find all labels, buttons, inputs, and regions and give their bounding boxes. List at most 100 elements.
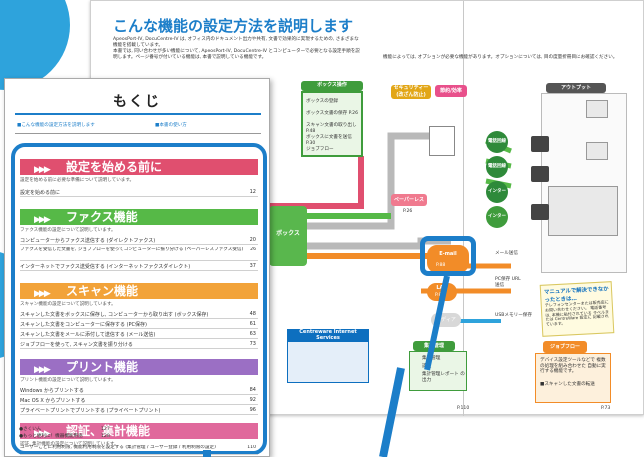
entry-page: 48: [249, 311, 256, 317]
entry-text: スキャンした文書をメールに添付して送信する (メール送信): [20, 332, 156, 338]
spread-intro-1: ApeosPort-IV, DocuCentre-IV は, オフィス内のドキュ…: [113, 37, 359, 48]
toc-entry[interactable]: スキャンした文書をボックスに保存し, コンピューターから取り出す (ボックス保存…: [20, 311, 258, 319]
entry-page: 73: [249, 341, 256, 347]
count-item: 集計管理レポート の出力: [422, 372, 465, 383]
section-desc: 設定を始める前に必要な準備について説明しています。: [20, 178, 135, 183]
section-title: スキャン機能: [66, 284, 139, 298]
entry-text: ユーザーごとに利用制限, 機能利用制限を設定する (集計管理 / ユーザー登録 …: [20, 445, 216, 450]
paperless-tag: ペーパーレス: [391, 194, 427, 206]
entry-page: 26: [250, 247, 256, 252]
section-title: ファクス機能: [66, 210, 138, 224]
efficiency-tag: 節約/効率: [435, 85, 467, 97]
toc-header-right: ■本書の使い方: [155, 123, 187, 128]
entry-text: ファクスを受信した文書を, ジョブフローを使ってコンピューターに振り分ける (ペ…: [20, 247, 244, 252]
toc-entry[interactable]: インターネットでファクス送受信する (インターネットファクスダイレクト) 37: [20, 263, 258, 271]
arrow-icon: ▶▶▶: [34, 165, 51, 175]
help-text: テレフォンセンターまたは販売店に お問い合わせください。 電話番号は, 本機に貼…: [544, 299, 610, 327]
cws-header: Centreware Internet Services: [287, 329, 369, 341]
cws-panel: [287, 341, 369, 383]
output-thumb: [586, 142, 608, 160]
section-header-scan: ▶▶▶ スキャン機能: [20, 283, 258, 299]
security-tag: セキュリティー(改ざん防止): [391, 85, 431, 99]
box-item: ボックス文書の保存 P.26: [306, 111, 359, 116]
jobflow-item: ■スキャンした文書の転送: [540, 382, 595, 387]
box-item: スキャン文書の取り出し P.48: [306, 123, 357, 134]
toc-entry[interactable]: スキャンした文書をメールに添付して送信する (メール送信) 63: [20, 331, 258, 339]
entry-text: インターネットでファクス送受信する (インターネットファクスダイレクト): [20, 264, 191, 270]
output-panel: [541, 93, 627, 273]
toc-title: もくじ: [113, 94, 161, 110]
section-header-pre: ▶▶▶ 設定を始める前に: [20, 159, 258, 175]
toc-footer-glossary: ●もっと便利に！機器機能用語: [19, 434, 83, 439]
toc-entry[interactable]: ファクスを受信した文書を, ジョブフローを使ってコンピューターに振り分ける (ペ…: [20, 247, 258, 261]
arrow-icon: ▶▶▶: [34, 429, 51, 439]
fax-machine-icon: [531, 166, 549, 182]
count-page: P.110: [457, 406, 470, 411]
jobflow-tag: ジョブフロー: [543, 341, 587, 353]
entry-text: 設定を始める前に: [20, 190, 61, 196]
output-tag: アウトプット: [546, 83, 606, 93]
entry-text: スキャンした文書をボックスに保存し, コンピューターから取り出す (ボックス保存…: [20, 312, 209, 318]
document-icon: [429, 126, 455, 156]
output-thumb: [586, 100, 608, 118]
internet-circle-2: インターネット: [486, 206, 508, 241]
entry-page: 61: [249, 321, 256, 327]
right-intro: 機能によっては, オプションが必要な機能があります。オプションについては, 目の…: [383, 55, 618, 60]
toc-entry[interactable]: プライベートプリントでプリントする (プライベートプリント)96: [20, 407, 258, 415]
entry-text: ジョブフローを使って, スキャン文書を振り分ける: [20, 342, 133, 348]
box-cylinder: ボックス: [269, 206, 307, 266]
jobflow-panel: デバイス設定ツールなどで 複数の処理を組み合わせた 自動に実行する機能です。 ■…: [535, 353, 611, 403]
section-title: 設定を始める前に: [66, 160, 163, 174]
toc-entry[interactable]: ジョブフローを使って, スキャン文書を振り分ける 73: [20, 341, 258, 349]
spread-intro-2: 本書では, 同い合わせが多い機能について, ApeosPort-IV, Docu…: [113, 49, 360, 60]
usb-label: USBメモリー保存: [495, 313, 532, 318]
mail-send-label: メール送信: [495, 251, 518, 256]
fax-machine-icon: [531, 136, 549, 152]
email-page: P.88: [436, 263, 446, 268]
toc-footer-index-page: 127: [101, 427, 110, 432]
toc-header-left: ■こんな機能の設定方法を説明します: [17, 123, 95, 128]
phone-line-circle: 電話回線: [486, 131, 508, 153]
entry-page: 110: [247, 445, 256, 450]
entry-text: スキャンした文書をコンピューターに保存する (PC保存): [20, 322, 147, 328]
paperless-page: P.26: [403, 209, 413, 214]
arrow-icon: ▶▶▶: [34, 289, 51, 299]
section-title: プリント機能: [66, 360, 139, 374]
internet-circle: インターネット: [486, 181, 508, 216]
entry-page: 63: [249, 331, 256, 337]
entry-page: 37: [249, 263, 256, 269]
page-fold: [463, 1, 464, 416]
entry-page: 84: [249, 387, 256, 393]
section-header-print: ▶▶▶ プリント機能: [20, 359, 258, 375]
pointer-bar-left: [203, 450, 211, 457]
phone-line-circle-2: 電話回線: [486, 156, 508, 178]
section-desc: プリント機能の設定について説明しています。: [20, 378, 116, 383]
entry-text: コンピューターからファクス送信する (ダイレクトファクス): [20, 238, 156, 244]
box-item: ボックスに文書を送信 P.30: [306, 135, 352, 146]
entry-page: 20: [249, 237, 256, 243]
spread-title: こんな機能の設定方法を説明します: [113, 17, 354, 35]
count-panel: 集計管理 認証 集計管理レポート の出力: [409, 351, 467, 391]
toc-entry[interactable]: コンピューターからファクス送信する (ダイレクトファクス) 20: [20, 237, 258, 245]
box-label: ボックス: [276, 230, 300, 237]
pc-save-label: PC保存 URL送信: [495, 277, 521, 288]
section-title: 認証、集計機能: [66, 424, 151, 438]
arrow-icon: ▶▶▶: [34, 215, 51, 225]
section-header-auth: ▶▶▶ 認証、集計機能: [20, 423, 258, 439]
toc-footer-glossary-page: 128: [101, 434, 110, 439]
toc-entry[interactable]: スキャンした文書をコンピューターに保存する (PC保存) 61: [20, 321, 258, 329]
toc-entry[interactable]: ユーザーごとに利用制限, 機能利用制限を設定する (集計管理 / ユーザー登録 …: [20, 445, 258, 455]
section-header-fax: ▶▶▶ ファクス機能: [20, 209, 258, 225]
section-desc: スキャン機能の設定について説明しています。: [20, 302, 116, 307]
jobflow-desc: デバイス設定ツールなどで 複数の処理を組み合わせた 自動に実行する機能です。: [540, 358, 606, 375]
email-node-label: E-mail: [439, 251, 457, 257]
arrow-icon: ▶▶▶: [34, 365, 51, 375]
toc-rule: [15, 113, 261, 115]
help-note: マニュアルで解決できなかったときは… テレフォンセンターまたは販売店に お問い合…: [539, 281, 615, 337]
email-node: E-mail: [427, 245, 469, 273]
blue-decoration-circle: [0, 0, 70, 90]
